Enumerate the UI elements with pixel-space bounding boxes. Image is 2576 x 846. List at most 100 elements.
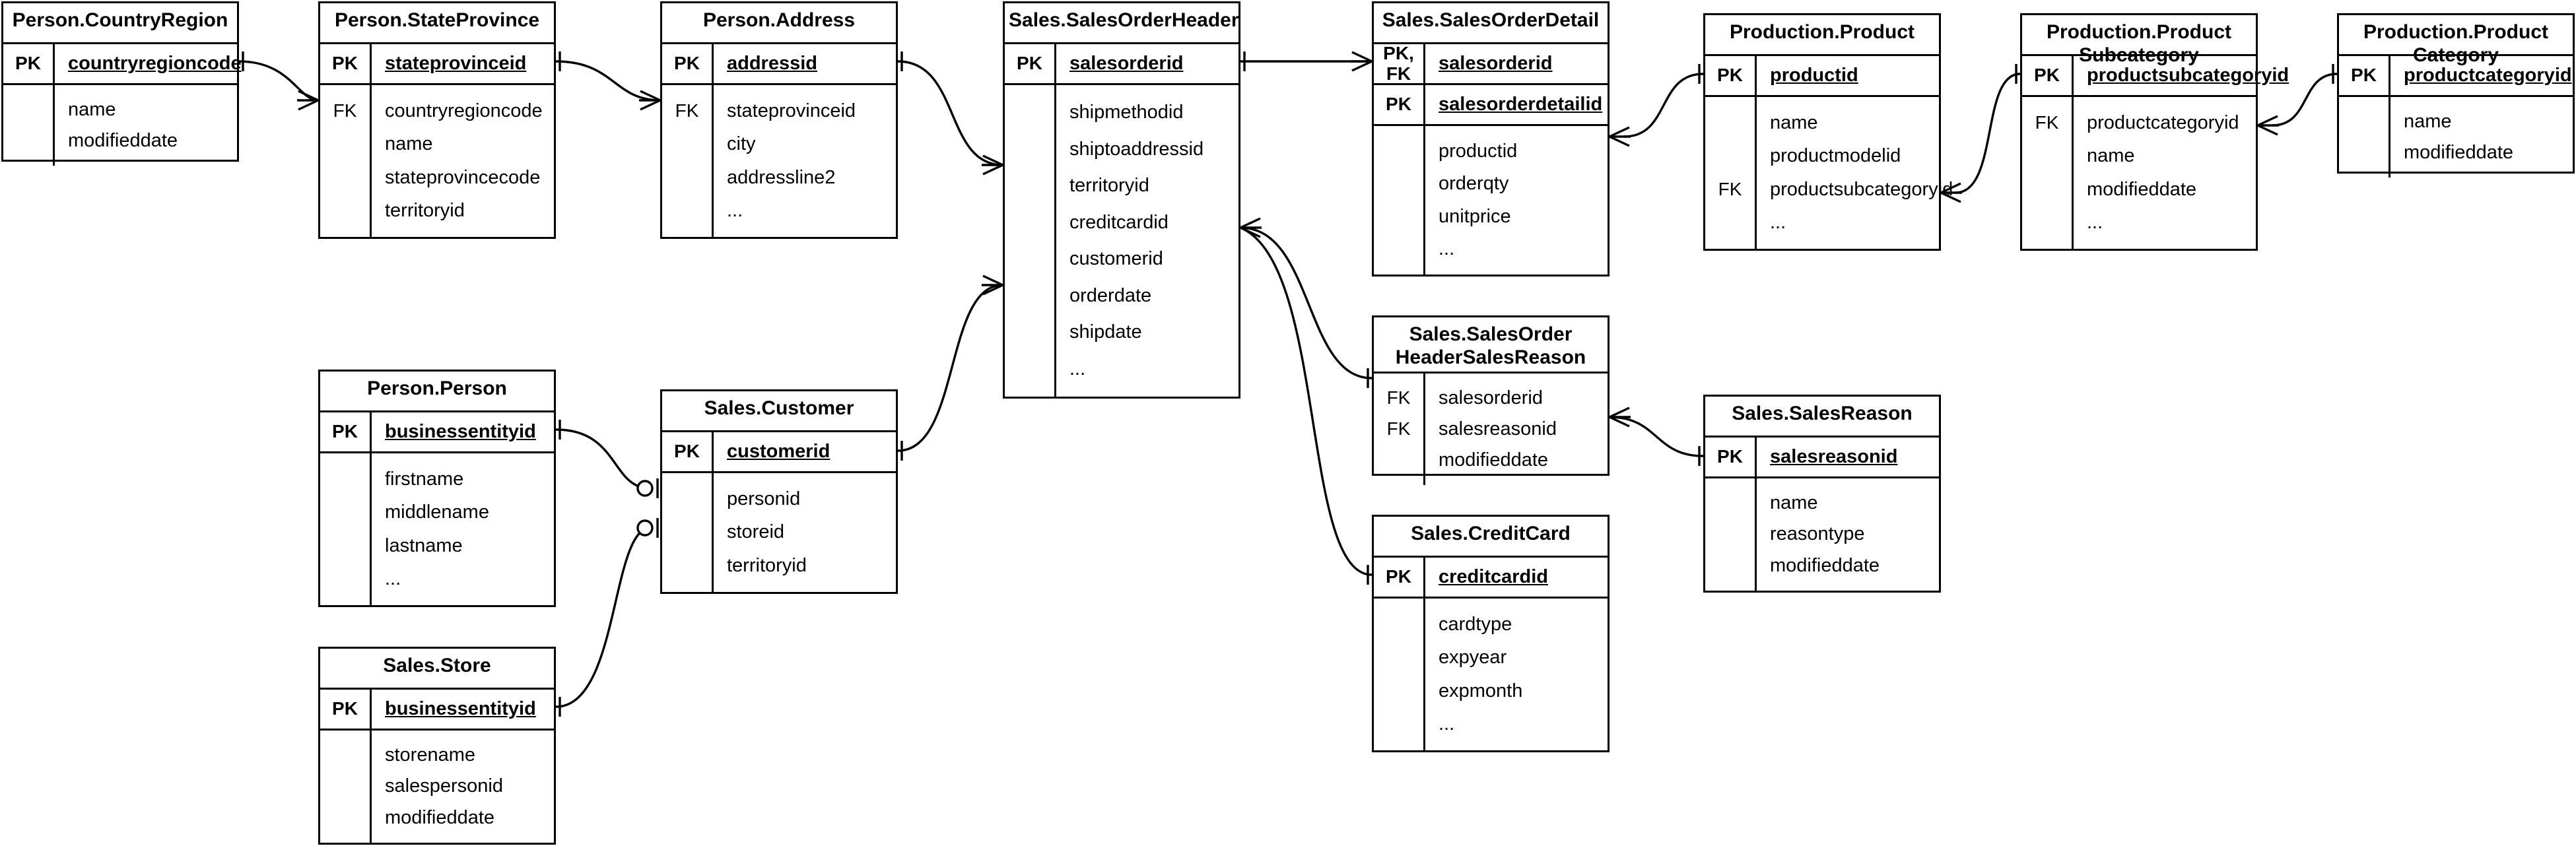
attribute-field: productmodelid	[1770, 145, 1901, 167]
key-badge: PK	[662, 432, 714, 471]
entity-title: Sales.CreditCard	[1374, 517, 1608, 558]
attribute-field: modifieddate	[1770, 554, 1880, 576]
attribute-field: salespersonid	[385, 775, 503, 797]
attribute-field: productsubcategoryid	[1770, 178, 1953, 200]
attribute-key-badge	[1396, 445, 1402, 476]
attribute-key-column	[2339, 97, 2390, 178]
attribute-key-badge	[343, 497, 348, 528]
attribute-key-column	[320, 453, 372, 605]
attribute-field: productid	[1439, 141, 1518, 162]
attribute-key-badge: FK	[1718, 178, 1742, 199]
attribute-key-column: FK	[320, 85, 372, 237]
attribute-key-badge	[26, 94, 31, 125]
attribute-key-badge	[1027, 207, 1033, 238]
edge-customer-salesorderheader	[897, 275, 1003, 461]
key-badge: PK	[320, 412, 372, 451]
attribute-key-badge: FK	[675, 100, 699, 121]
attribute-key-badge: FK	[1386, 418, 1411, 439]
attribute-key-badge	[1396, 168, 1402, 199]
attribute-field: expmonth	[1439, 680, 1523, 701]
entity-title: Sales.Store	[320, 649, 554, 690]
attribute-key-badge	[343, 802, 348, 833]
attribute-key-badge	[2361, 106, 2367, 137]
edge-store-customer	[555, 518, 659, 717]
attribute-key-badge	[685, 195, 690, 226]
attribute-field: name	[385, 133, 433, 155]
attribute-field: orderdate	[1069, 284, 1152, 306]
key-badge: PK	[3, 44, 55, 83]
attribute-key-column: FK	[2022, 97, 2074, 249]
attribute-field: addressline2	[727, 166, 836, 188]
primary-key-field: salesorderid	[1069, 53, 1184, 74]
attribute-field: name	[2404, 111, 2452, 132]
primary-key-field: customerid	[727, 441, 830, 462]
attribute-key-badge	[1027, 134, 1033, 165]
attribute-key-column	[320, 731, 372, 843]
attribute-key-column: FK	[1705, 97, 1757, 249]
attribute-field: territoryid	[1069, 175, 1149, 197]
primary-key-field: productid	[1770, 65, 1858, 86]
edge-person-customer	[555, 420, 659, 498]
attribute-key-badge	[1396, 676, 1402, 707]
attribute-key-badge	[1396, 201, 1402, 232]
attribute-key-badge	[1396, 609, 1402, 640]
entity-title: Sales.Customer	[662, 391, 896, 432]
attribute-field: name	[1770, 112, 1818, 133]
attribute-key-badge	[26, 125, 31, 156]
attribute-field: countryregioncode	[385, 100, 543, 121]
primary-key-field: countryregioncode	[68, 53, 242, 74]
attribute-field: shipmethodid	[1069, 102, 1184, 123]
attribute-key-badge: FK	[333, 100, 357, 121]
attribute-key-badge	[343, 564, 348, 595]
key-badge: PK	[320, 690, 372, 729]
attribute-key-badge	[1728, 488, 1733, 519]
attribute-key-badge	[685, 517, 690, 548]
attribute-field: modifieddate	[1439, 449, 1549, 471]
key-badge: PK	[320, 44, 372, 83]
attribute-field: name	[2087, 145, 2135, 167]
attribute-field: ...	[2087, 212, 2103, 234]
attribute-field: ...	[727, 200, 743, 222]
attribute-field: customerid	[1069, 248, 1163, 270]
key-badge: PK	[1705, 438, 1757, 476]
attribute-key-badge	[685, 129, 690, 160]
attribute-key-badge	[2361, 137, 2367, 168]
attribute-field: ...	[1439, 713, 1455, 735]
attribute-key-column: FK FK	[1374, 374, 1425, 485]
attribute-key-badge	[1027, 244, 1033, 275]
primary-key-field: creditcardid	[1439, 566, 1548, 587]
attribute-key-badge	[685, 162, 690, 193]
attribute-field: cardtype	[1439, 613, 1512, 635]
primary-key-field: stateprovinceid	[385, 53, 527, 74]
attribute-field: ...	[1439, 238, 1455, 259]
attribute-key-badge: FK	[1386, 387, 1411, 408]
attribute-field: modifieddate	[2087, 178, 2197, 200]
entity-key-row: PK stateprovinceid	[320, 44, 554, 85]
